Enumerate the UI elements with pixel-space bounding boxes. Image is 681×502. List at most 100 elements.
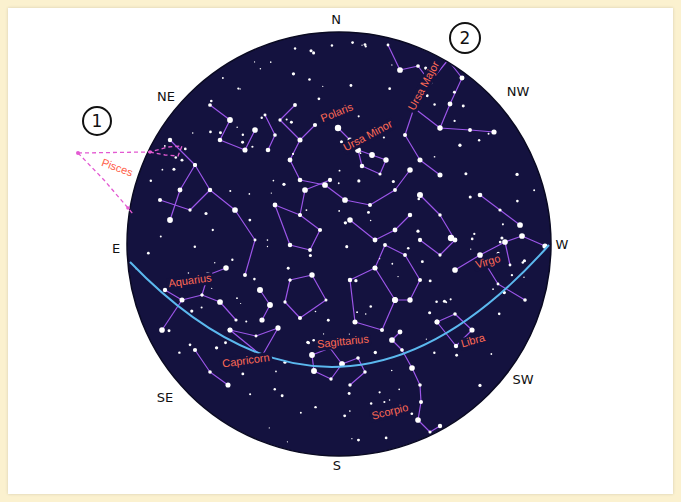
star: [361, 44, 362, 45]
star: [306, 209, 308, 211]
star: [503, 240, 506, 243]
star: [232, 207, 238, 213]
star: [380, 328, 384, 332]
star: [448, 235, 454, 241]
star: [312, 51, 315, 54]
star: [248, 219, 251, 222]
constellation-line: [300, 180, 330, 215]
star: [308, 78, 311, 81]
star: [369, 305, 372, 308]
star: [215, 346, 218, 349]
star: [415, 417, 421, 423]
compass-direction: NW: [505, 85, 532, 99]
star: [460, 76, 465, 81]
star: [395, 301, 396, 302]
star: [310, 353, 315, 358]
star: [214, 262, 215, 263]
star: [298, 178, 303, 183]
star: [418, 238, 422, 242]
star: [360, 164, 364, 168]
star: [435, 320, 440, 325]
star: [429, 279, 432, 282]
star: [322, 86, 323, 87]
star: [437, 125, 442, 130]
star: [470, 248, 471, 249]
star: [517, 222, 523, 228]
star: [354, 279, 357, 282]
star: [452, 267, 458, 273]
star: [410, 412, 413, 415]
star: [150, 179, 152, 181]
star: [253, 278, 256, 281]
constellation-name: Ursa Major: [405, 58, 442, 114]
star: [421, 260, 424, 263]
constellation-line: [265, 115, 275, 150]
star: [385, 437, 388, 440]
star: [370, 220, 371, 221]
star: [275, 371, 277, 373]
star: [393, 228, 398, 233]
star: [241, 372, 244, 375]
star: [345, 245, 348, 248]
star: [407, 247, 410, 250]
star: [282, 183, 285, 186]
star: [348, 383, 351, 386]
star: [236, 297, 238, 299]
star: [266, 148, 271, 153]
constellation-name: Pisces: [98, 156, 136, 179]
star: [339, 170, 341, 172]
star: [242, 134, 244, 136]
star: [242, 147, 247, 152]
star: [397, 276, 398, 277]
star: [348, 278, 352, 282]
star: [273, 180, 275, 182]
star: [222, 77, 224, 79]
star: [249, 193, 251, 195]
star: [448, 102, 453, 107]
star: [240, 303, 241, 304]
star: [315, 311, 317, 313]
star: [193, 163, 197, 167]
callout-circle: 2: [449, 22, 481, 54]
star: [478, 139, 480, 141]
star: [471, 238, 474, 241]
star: [438, 253, 441, 256]
callout-number: 1: [92, 111, 103, 131]
star: [348, 278, 352, 282]
ecliptic-line: [130, 245, 549, 367]
star: [338, 182, 340, 184]
star: [306, 341, 309, 344]
star: [491, 129, 496, 134]
star: [342, 197, 348, 203]
star: [288, 243, 293, 248]
callout-circle: 1: [82, 106, 112, 136]
star: [523, 277, 524, 278]
star: [318, 228, 322, 232]
star: [261, 116, 263, 118]
star: [76, 151, 80, 155]
star: [273, 203, 278, 208]
constellation-line: [162, 300, 182, 330]
star: [192, 132, 194, 134]
constellation-line: [388, 45, 494, 132]
star: [241, 141, 244, 144]
star: [311, 368, 317, 374]
star: [499, 241, 502, 244]
star: [193, 163, 197, 167]
star: [391, 263, 393, 265]
compass-direction: S: [331, 459, 343, 473]
constellation-name: Scorpio: [369, 401, 412, 422]
star: [348, 392, 351, 395]
constellation-line: [350, 215, 410, 240]
pisces-line: [78, 146, 182, 156]
pisces-figure: [78, 146, 182, 214]
constellation-line: [312, 348, 342, 379]
compass-direction: NE: [155, 90, 177, 104]
constellation-line: [480, 195, 520, 225]
star: [357, 439, 360, 442]
star: [358, 115, 360, 117]
star: [160, 235, 162, 237]
star: [389, 337, 395, 343]
constellation-name: Ursa Minor: [340, 117, 396, 154]
